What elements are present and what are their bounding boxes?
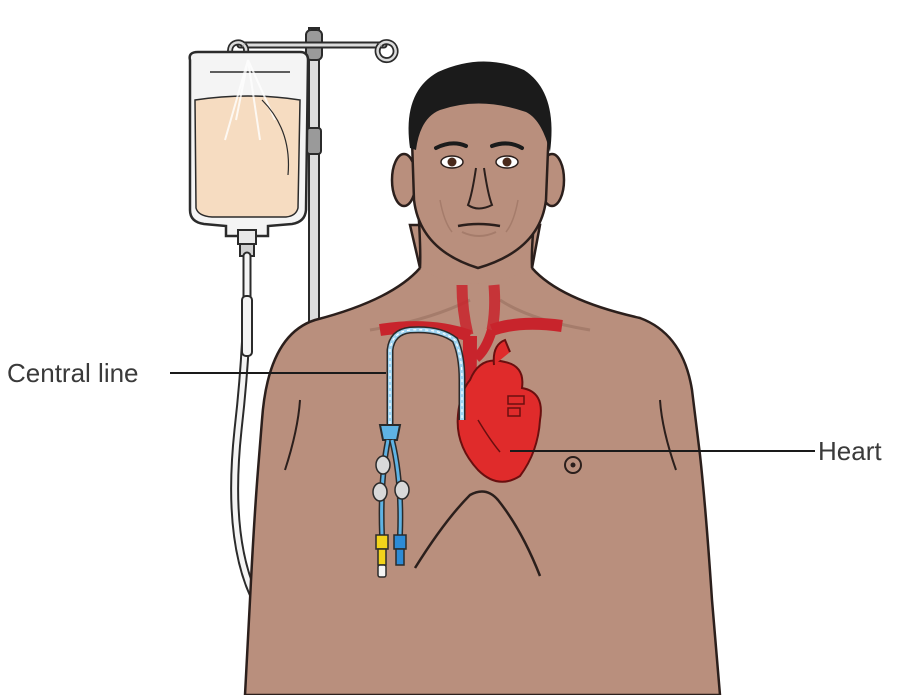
iv-bag-icon (188, 50, 310, 257)
head (390, 61, 566, 270)
heart-label: Heart (818, 436, 882, 466)
central-line-label: Central line (7, 358, 139, 388)
catheter-icon (372, 326, 466, 578)
iv-pole-icon (227, 27, 399, 349)
